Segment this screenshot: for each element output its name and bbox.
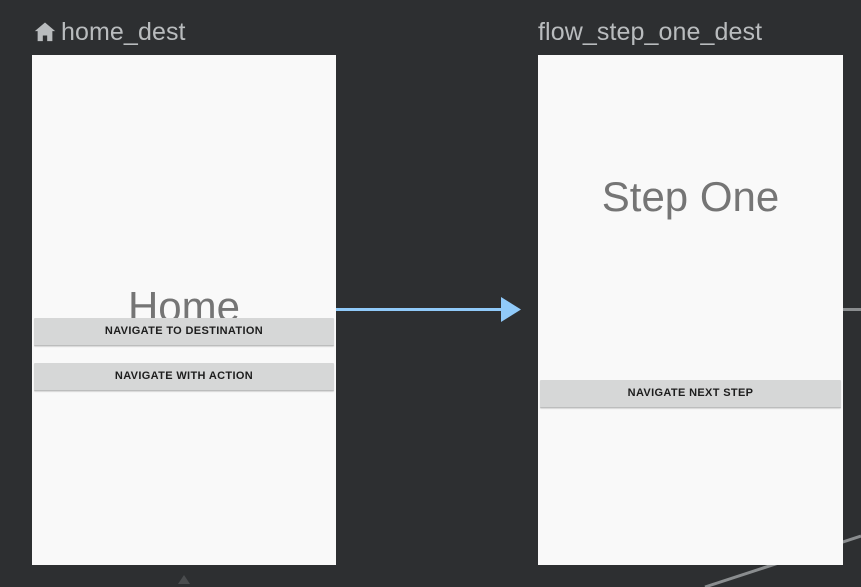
preview-screen-step-one: Step One NAVIGATE NEXT STEP: [538, 55, 843, 565]
destination-preview-home-dest[interactable]: Home NAVIGATE TO DESTINATION NAVIGATE WI…: [32, 55, 336, 565]
destination-label-home-dest[interactable]: home_dest: [32, 15, 186, 49]
connector-incoming-arrowhead: [178, 575, 190, 584]
destination-label-text: flow_step_one_dest: [538, 18, 763, 46]
preview-screen-home: Home NAVIGATE TO DESTINATION NAVIGATE WI…: [32, 55, 336, 565]
preview-button-navigate-next-step[interactable]: NAVIGATE NEXT STEP: [540, 380, 841, 408]
action-arrow-head: [501, 297, 521, 322]
preview-button-navigate-to-destination[interactable]: NAVIGATE TO DESTINATION: [34, 318, 334, 346]
destination-label-flow-step-one-dest[interactable]: flow_step_one_dest: [538, 15, 762, 49]
destination-preview-flow-step-one-dest[interactable]: Step One NAVIGATE NEXT STEP: [538, 55, 843, 565]
action-home-to-flow-step-one[interactable]: [336, 297, 521, 322]
home-icon: [34, 22, 56, 42]
preview-title-step-one: Step One: [601, 173, 780, 220]
connector-incoming-bottom[interactable]: [178, 575, 190, 584]
preview-button-navigate-with-action[interactable]: NAVIGATE WITH ACTION: [34, 363, 334, 391]
destination-label-text: home_dest: [61, 18, 186, 46]
